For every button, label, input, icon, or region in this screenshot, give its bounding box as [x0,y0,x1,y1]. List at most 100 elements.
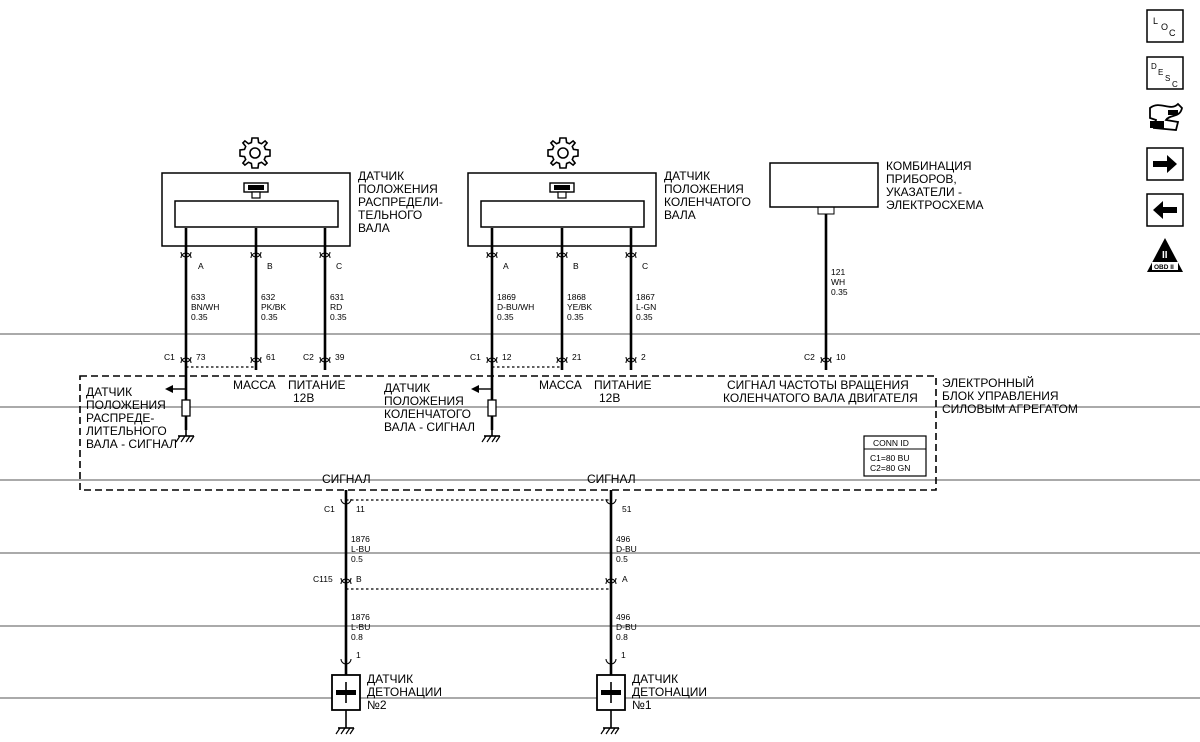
knock-sensor-2-label: ДАТЧИК ДЕТОНАЦИИ №2 [367,672,442,712]
svg-text:A: A [198,261,204,271]
svg-text:СИЛОВЫМ АГРЕГАТОМ: СИЛОВЫМ АГРЕГАТОМ [942,402,1078,416]
svg-text:D-BU: D-BU [616,622,637,632]
svg-text:L-GN: L-GN [636,302,656,312]
svg-text:0.35: 0.35 [831,287,848,297]
svg-text:12: 12 [502,352,512,362]
svg-text:E: E [1158,68,1163,77]
svg-text:БЛОК УПРАВЛЕНИЯ: БЛОК УПРАВЛЕНИЯ [942,389,1059,403]
svg-text:КОМБИНАЦИЯ: КОМБИНАЦИЯ [886,159,972,173]
ecm-boundary [79,375,937,491]
arrow-left-icon [1153,201,1177,219]
svg-text:CONN ID: CONN ID [873,438,909,448]
svg-text:B: B [573,261,579,271]
svg-text:C115: C115 [313,574,333,584]
svg-text:1: 1 [356,650,361,660]
svg-text:КОЛЕНЧАТОГО: КОЛЕНЧАТОГО [384,407,471,421]
ground-label: МАССА [539,378,582,392]
arrow-left-icon [165,385,173,393]
svg-text:ПОЛОЖЕНИЯ: ПОЛОЖЕНИЯ [384,394,464,408]
svg-text:ПОЛОЖЕНИЯ: ПОЛОЖЕНИЯ [86,398,166,412]
svg-text:73: 73 [196,352,206,362]
svg-text:ДАТЧИК: ДАТЧИК [384,381,430,395]
svg-text:496: 496 [616,612,630,622]
svg-text:0.35: 0.35 [567,312,584,322]
svg-text:КОЛЕНЧАТОГО ВАЛА ДВИГАТЕЛЯ: КОЛЕНЧАТОГО ВАЛА ДВИГАТЕЛЯ [723,391,918,405]
svg-text:RD: RD [330,302,342,312]
power-label: ПИТАНИЕ [288,378,345,392]
svg-text:СИГНАЛ ЧАСТОТЫ ВРАЩЕНИЯ: СИГНАЛ ЧАСТОТЫ ВРАЩЕНИЯ [727,378,909,392]
svg-text:496: 496 [616,534,630,544]
svg-text:631: 631 [330,292,344,302]
connector-view-icon[interactable] [1149,102,1183,131]
svg-text:0.8: 0.8 [616,632,628,642]
svg-text:D-BU: D-BU [616,544,637,554]
svg-text:39: 39 [335,352,345,362]
svg-text:1867: 1867 [636,292,655,302]
svg-text:A: A [503,261,509,271]
svg-text:10: 10 [836,352,846,362]
svg-text:61: 61 [266,352,276,362]
svg-text:ВАЛА: ВАЛА [664,208,696,222]
knock-sensor-1-label: ДАТЧИК ДЕТОНАЦИИ №1 [632,672,707,712]
svg-text:632: 632 [261,292,275,302]
svg-text:ЭЛЕКТРОННЫЙ: ЭЛЕКТРОННЫЙ [942,375,1034,390]
previous-page-button[interactable] [1146,193,1184,227]
svg-text:1876: 1876 [351,612,370,622]
knock-wires [344,490,613,680]
svg-text:ВАЛА - СИГНАЛ: ВАЛА - СИГНАЛ [86,437,177,451]
instrument-cluster-label: КОМБИНАЦИЯ ПРИБОРОВ, УКАЗАТЕЛИ - ЭЛЕКТРО… [886,159,984,212]
gear-icon [239,137,271,169]
svg-text:21: 21 [572,352,582,362]
svg-text:РАСПРЕДЕ-: РАСПРЕДЕ- [86,411,154,425]
svg-text:S: S [1165,74,1170,83]
svg-text:BN/WH: BN/WH [191,302,219,312]
svg-text:ДАТЧИК: ДАТЧИК [358,169,404,183]
svg-text:ПОЛОЖЕНИЯ: ПОЛОЖЕНИЯ [358,182,438,196]
svg-text:51: 51 [622,504,632,514]
svg-text:1868: 1868 [567,292,586,302]
svg-text:11: 11 [356,504,365,514]
wire-labels: 633 BN/WH 0.35 632 PK/BK 0.35 631 RD 0.3… [191,267,848,322]
knock-sensor-2-symbol [331,674,361,735]
svg-text:C: C [336,261,342,271]
rpm-signal-label: СИГНАЛ ЧАСТОТЫ ВРАЩЕНИЯ КОЛЕНЧАТОГО ВАЛА… [723,378,918,405]
desc-button[interactable]: D E S C [1146,56,1184,90]
next-page-button[interactable] [1146,147,1184,181]
svg-text:ДЕТОНАЦИИ: ДЕТОНАЦИИ [367,685,442,699]
obd-ii-button[interactable]: II OBD II [1147,238,1183,272]
svg-text:1: 1 [621,650,626,660]
svg-text:ДАТЧИК: ДАТЧИК [367,672,413,686]
power-voltage-label: 12В [599,391,620,405]
svg-text:РАСПРЕДЕЛИ-: РАСПРЕДЕЛИ- [358,195,443,209]
svg-text:OBD II: OBD II [1154,264,1174,271]
svg-text:ДАТЧИК: ДАТЧИК [632,672,678,686]
svg-text:0.5: 0.5 [351,554,363,564]
power-label: ПИТАНИЕ [594,378,651,392]
knock-terminal-labels: C1 11 51 C115 B A 1 1 [313,504,632,660]
cmp-signal-label: ДАТЧИК ПОЛОЖЕНИЯ РАСПРЕДЕ- ЛИТЕЛЬНОГО ВА… [86,385,177,451]
svg-text:1869: 1869 [497,292,516,302]
svg-text:1876: 1876 [351,534,370,544]
ground-label: МАССА [233,378,276,392]
svg-text:C1: C1 [324,504,335,514]
svg-text:L-BU: L-BU [351,622,370,632]
loc-button[interactable]: L O C [1146,9,1184,43]
svg-text:КОЛЕНЧАТОГО: КОЛЕНЧАТОГО [664,195,751,209]
svg-text:ВАЛА: ВАЛА [358,221,390,235]
svg-text:0.35: 0.35 [191,312,208,322]
conn-id-box: CONN ID C1=80 BU C2=80 GN [863,435,927,477]
svg-text:633: 633 [191,292,205,302]
svg-text:2: 2 [641,352,646,362]
svg-text:ТЕЛЬНОГО: ТЕЛЬНОГО [358,208,422,222]
arrow-right-icon [1153,155,1177,173]
svg-text:D: D [1151,62,1157,71]
svg-text:ДЕТОНАЦИИ: ДЕТОНАЦИИ [632,685,707,699]
svg-text:C2=80 GN: C2=80 GN [870,463,910,473]
svg-text:ВАЛА - СИГНАЛ: ВАЛА - СИГНАЛ [384,420,475,434]
svg-text:УКАЗАТЕЛИ -: УКАЗАТЕЛИ - [886,185,962,199]
svg-text:YE/BK: YE/BK [567,302,592,312]
gear-icon [547,137,579,169]
svg-text:PK/BK: PK/BK [261,302,286,312]
power-voltage-label: 12В [293,391,314,405]
